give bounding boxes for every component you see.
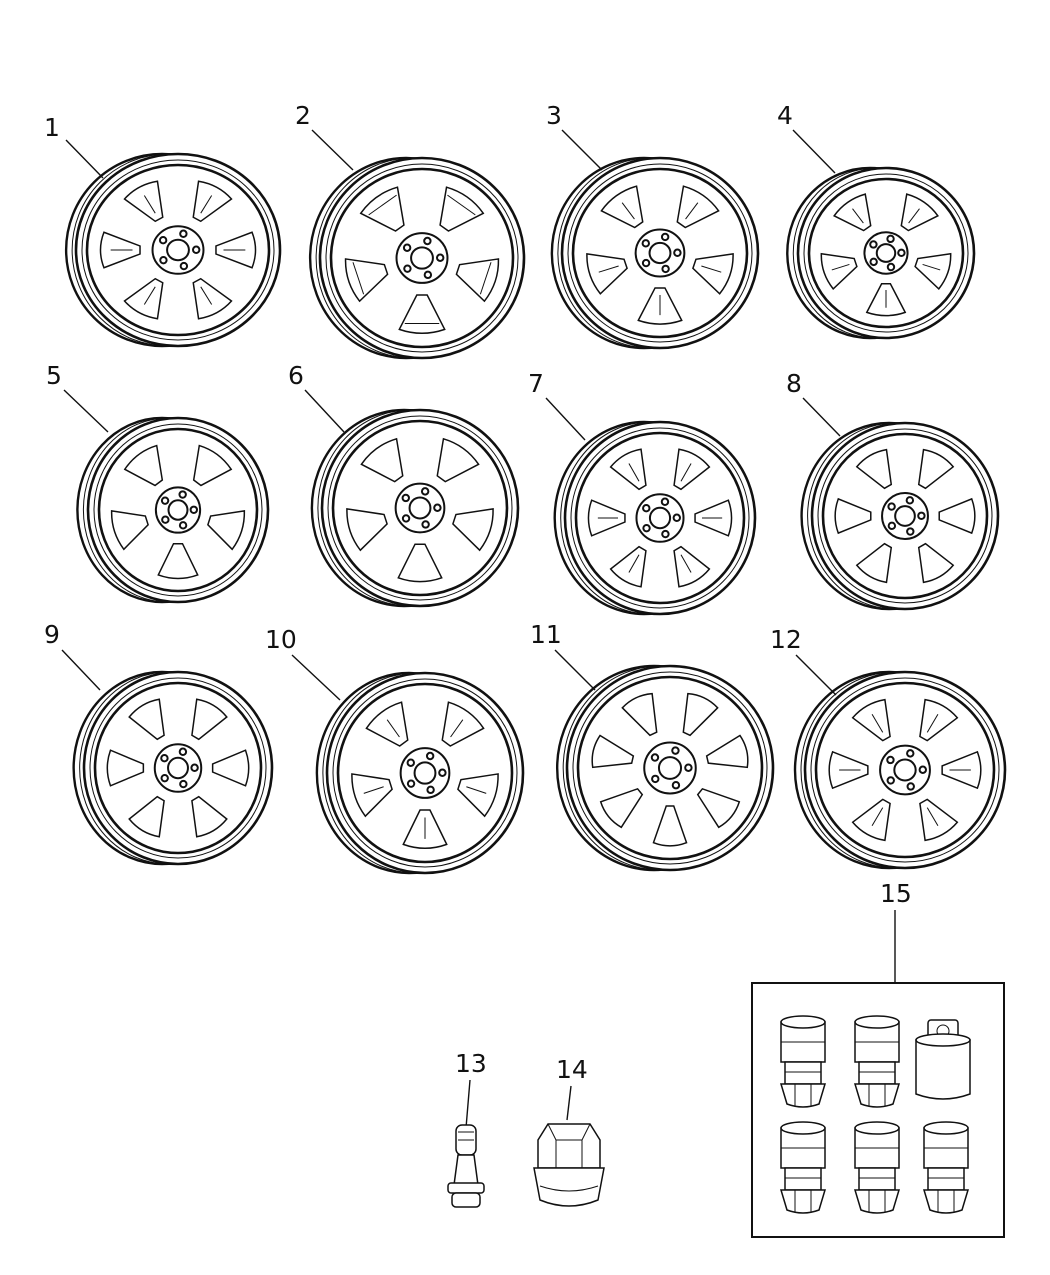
wheel-5 [76,416,270,604]
wheel-4 [786,166,976,340]
callout-4: 4 [777,101,793,130]
lock-nut-4 [853,1121,901,1214]
lock-nut-2 [853,1015,901,1108]
valve-stem-part [447,1124,485,1208]
wheel-3 [550,156,760,350]
lock-nut-1 [779,1015,827,1108]
lock-nut-3 [779,1121,827,1214]
callout-5: 5 [46,361,62,390]
callout-15: 15 [880,879,912,908]
wheel-9 [72,670,274,866]
wheel-2 [308,156,526,360]
callout-6: 6 [288,361,304,390]
wheel-1 [64,152,282,348]
callout-13: 13 [455,1049,487,1078]
callout-12: 12 [770,625,802,654]
callout-9: 9 [44,620,60,649]
callout-1: 1 [44,113,60,142]
callout-3: 3 [546,101,562,130]
wheel-8 [800,421,1000,611]
lug-nut-part [533,1123,605,1207]
wheel-illustrations [64,152,1007,875]
callout-8: 8 [786,369,802,398]
wheel-11 [555,664,775,872]
wheel-12 [793,670,1007,870]
lock-nuts [779,1015,970,1214]
callout-14: 14 [556,1055,588,1084]
wheel-10 [315,671,525,875]
wheel-6 [310,408,520,608]
lock-key-socket [915,1019,971,1100]
callout-10: 10 [265,625,297,654]
callout-labels: 1 2 3 4 5 6 7 8 9 10 11 12 13 14 15 [44,101,912,1084]
lock-nut-5 [922,1121,970,1214]
wheel-lock-kit [751,982,1005,1238]
callout-2: 2 [295,101,311,130]
callout-7: 7 [528,369,544,398]
callout-11: 11 [530,620,562,649]
wheel-7 [553,420,757,616]
leader-lines [61,129,896,1129]
